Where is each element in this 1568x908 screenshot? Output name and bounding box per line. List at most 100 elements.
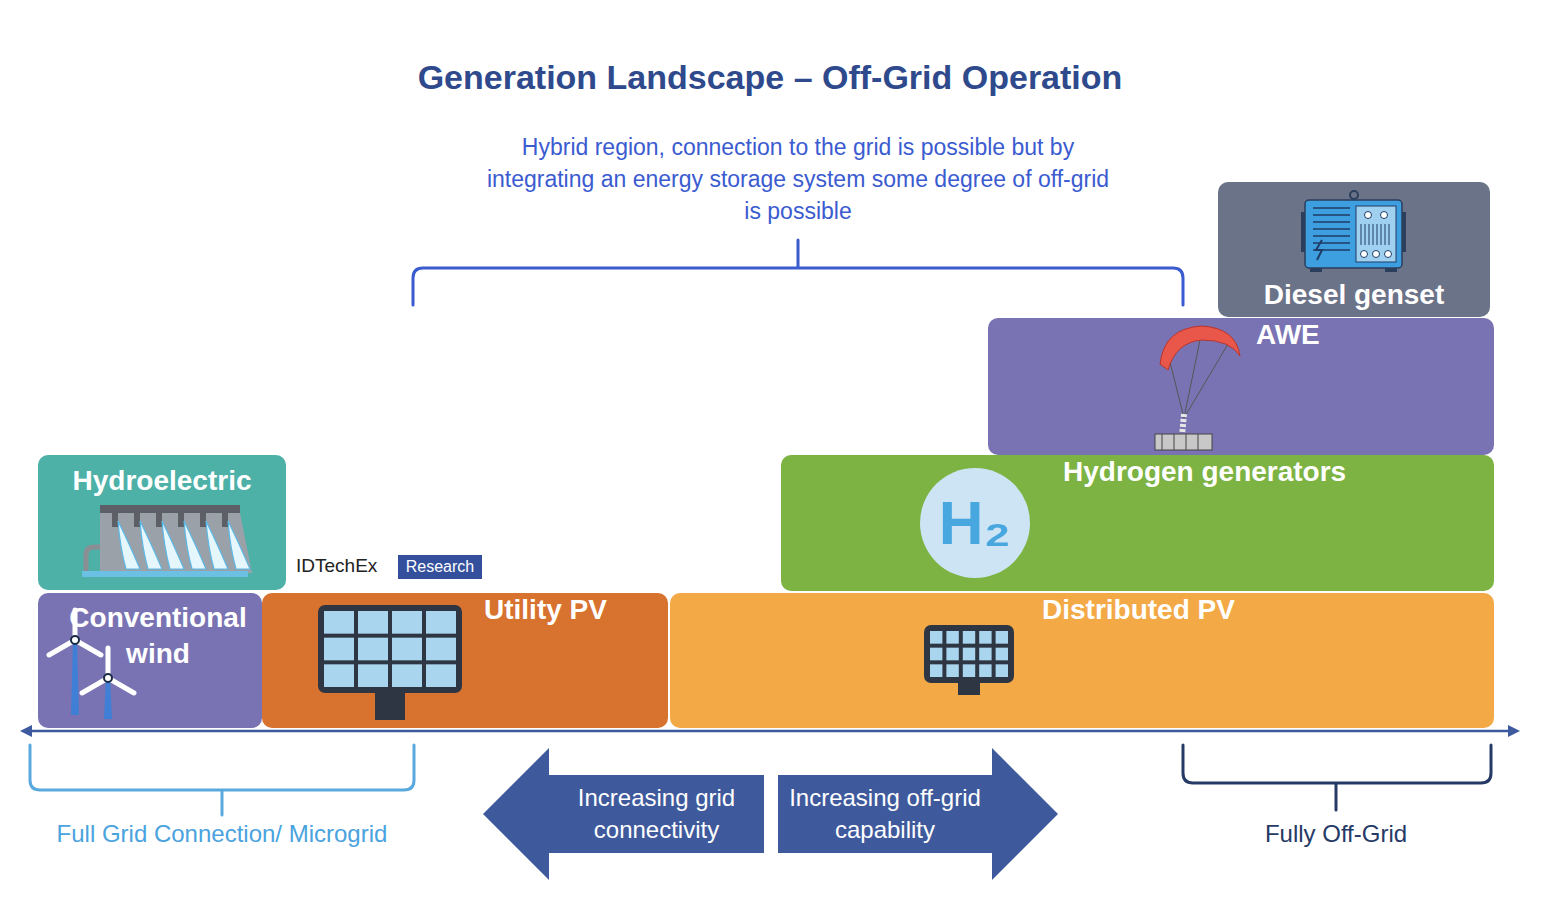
genset-vent [1313, 242, 1350, 244]
turbine-tower [104, 678, 112, 719]
dam-body [100, 513, 252, 573]
grid-bracket [30, 745, 414, 815]
station-rib [1186, 434, 1187, 450]
genset-grill [1365, 224, 1366, 245]
genset-grill [1373, 224, 1374, 245]
text-area: Diesel genset [1218, 275, 1490, 315]
tether [1182, 414, 1184, 436]
offgrid-label: Fully Off-Grid [1186, 820, 1486, 848]
dam-pillar [156, 513, 162, 527]
genset-vent [1313, 214, 1350, 216]
node-label: Distributed PV [1042, 593, 1235, 627]
arrow-shape [483, 748, 764, 880]
panel-cell [392, 611, 422, 634]
node-label: H₂ [939, 486, 1011, 560]
genset-side [1301, 212, 1305, 252]
awe-box: AWE [988, 318, 1494, 455]
node-label: Diesel genset [1264, 278, 1445, 312]
axis-arrowhead [20, 725, 32, 737]
wind-box: Conventional wind [38, 593, 262, 728]
node-label: Hydrogen generators [1063, 455, 1346, 489]
turbine-hub [104, 674, 112, 682]
genset-knob [1373, 251, 1380, 258]
text-area: Increasing off-grid capability [778, 775, 992, 853]
axis-arrowhead [1508, 725, 1520, 737]
text-area: Increasing grid connectivity [549, 775, 764, 853]
dam-deck [100, 505, 240, 513]
panel-cell [358, 638, 388, 661]
genset-grill [1377, 224, 1378, 245]
water-base [82, 571, 248, 577]
kite-canopy [1160, 326, 1240, 370]
panel-cell [324, 664, 354, 687]
axis-line [30, 730, 1508, 733]
panel-cell [392, 664, 422, 687]
hydrogen-box: Hydrogen generatorsH₂ [781, 455, 1494, 591]
panel-cell [946, 664, 958, 677]
genset-box: Diesel genset [1218, 182, 1490, 317]
panel-cell [930, 631, 942, 644]
node-art [988, 318, 1494, 455]
genset-knob [1381, 212, 1388, 219]
genset-knob [1385, 251, 1392, 258]
node-label: Utility PV [484, 593, 607, 627]
water-fall [184, 521, 206, 569]
genset-vent [1313, 207, 1350, 209]
panel-cell [426, 638, 456, 661]
genset-vent [1313, 235, 1350, 237]
node-art [778, 748, 1058, 880]
panel-cell [930, 664, 942, 677]
water-fall [140, 521, 162, 569]
distributed-pv-box: Distributed PV [670, 593, 1494, 728]
node-label: AWE [1256, 318, 1320, 352]
genset-knob [1361, 251, 1368, 258]
water-fall [228, 521, 250, 569]
panel-cell [996, 648, 1008, 661]
genset-vent [1313, 228, 1350, 230]
turbine-tower [71, 640, 79, 715]
right-arrow: Increasing off-grid capability [778, 748, 1058, 880]
panel-cell [963, 631, 975, 644]
watermark: IDTechEx [296, 555, 396, 577]
h2-circle: H₂ [920, 468, 1030, 578]
dam-pillar [134, 513, 140, 527]
offgrid-bracket [1183, 745, 1491, 810]
left-arrow: Increasing grid connectivity [483, 748, 764, 880]
dam-pillar [178, 513, 184, 527]
node-art [483, 748, 764, 880]
panel-cell [392, 638, 422, 661]
node-label: Increasing grid connectivity [549, 782, 764, 846]
panel-cell [930, 648, 942, 661]
watermark-badge: Research [398, 555, 482, 579]
panel-cell [324, 638, 354, 661]
panel-cell [979, 631, 991, 644]
panel-cell [996, 631, 1008, 644]
panel-cell [358, 611, 388, 634]
panel-stand [958, 681, 980, 695]
title: Generation Landscape – Off-Grid Operatio… [370, 58, 1170, 97]
lightning-symbol [1316, 240, 1322, 260]
node-art [262, 593, 668, 728]
panel-cell [963, 648, 975, 661]
hydro-box: Hydroelectric [38, 455, 286, 590]
node-label: Increasing off-grid capability [778, 782, 992, 846]
genset-knob [1365, 212, 1372, 219]
panel-cell [979, 664, 991, 677]
arrow-shape [778, 748, 1058, 880]
panel-cell [979, 648, 991, 661]
text-area: Utility PV [484, 593, 664, 728]
panel-cell [946, 631, 958, 644]
water-fall [206, 521, 228, 569]
panel-frame [924, 625, 1014, 683]
station-rib [1162, 434, 1163, 450]
genset-panel [1356, 206, 1396, 262]
panel-cell [358, 664, 388, 687]
text-area: Hydroelectric [38, 461, 286, 501]
panel-cell [946, 648, 958, 661]
dam-pillar [200, 513, 206, 527]
panel-stand [375, 691, 405, 720]
text-area: Conventional wind [58, 595, 258, 677]
genset-body [1305, 200, 1402, 268]
text-area: AWE [1256, 318, 1486, 455]
